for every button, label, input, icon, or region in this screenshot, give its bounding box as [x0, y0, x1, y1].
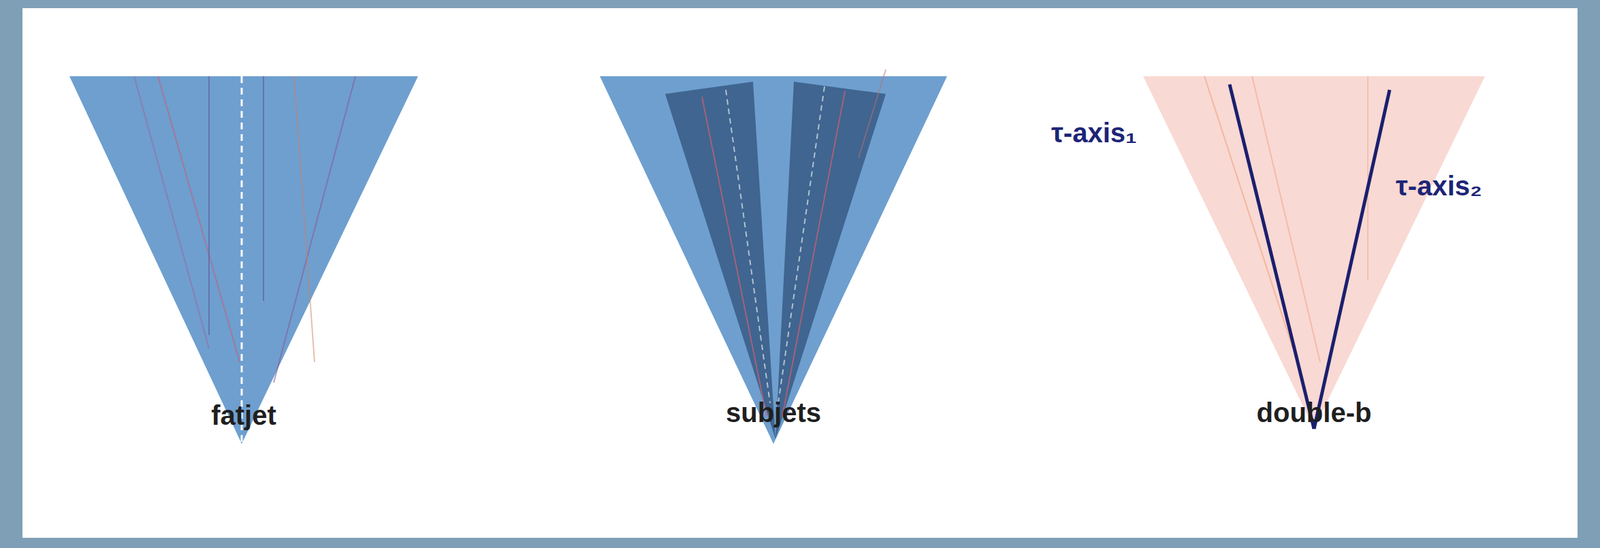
track-line: [262, 76, 265, 301]
label-wrap: fatjet: [69, 400, 419, 431]
cone-outline: [69, 76, 419, 444]
cone-fill: [599, 76, 948, 444]
jet-label: subjets: [725, 397, 822, 428]
axis-line: [1314, 89, 1390, 429]
track-line: [701, 96, 767, 417]
axis-label: τ-axis₂: [1395, 170, 1483, 201]
track-line: [725, 89, 771, 404]
double-b-cone: double-b: [1143, 76, 1485, 432]
track-line: [294, 76, 315, 363]
track-line: [273, 76, 356, 383]
cone-outline: [599, 76, 948, 444]
jet-label: double-b: [1256, 397, 1372, 428]
subjet-cone: [665, 81, 776, 440]
axis-label: τ-axis₁: [1051, 117, 1138, 148]
label-wrap: subjets: [599, 397, 948, 428]
jet-label: fatjet: [211, 400, 277, 431]
track-line: [134, 76, 210, 349]
cone-outline: [1143, 76, 1485, 429]
subjet-cone: [775, 81, 886, 440]
track-line: [778, 86, 825, 404]
track-line: [1204, 76, 1293, 349]
fatjet-cone: fatjet: [69, 76, 419, 435]
axis-line: [1229, 84, 1315, 429]
label-wrap: double-b: [1143, 397, 1485, 428]
track-line: [241, 76, 244, 444]
track-line: [208, 76, 210, 335]
track-line: [157, 76, 240, 363]
track-line: [782, 91, 845, 417]
cone-fill: [69, 76, 419, 444]
cone-fill: [1143, 76, 1485, 429]
track-line: [858, 69, 886, 158]
subjets-cone: subjets: [599, 76, 948, 432]
